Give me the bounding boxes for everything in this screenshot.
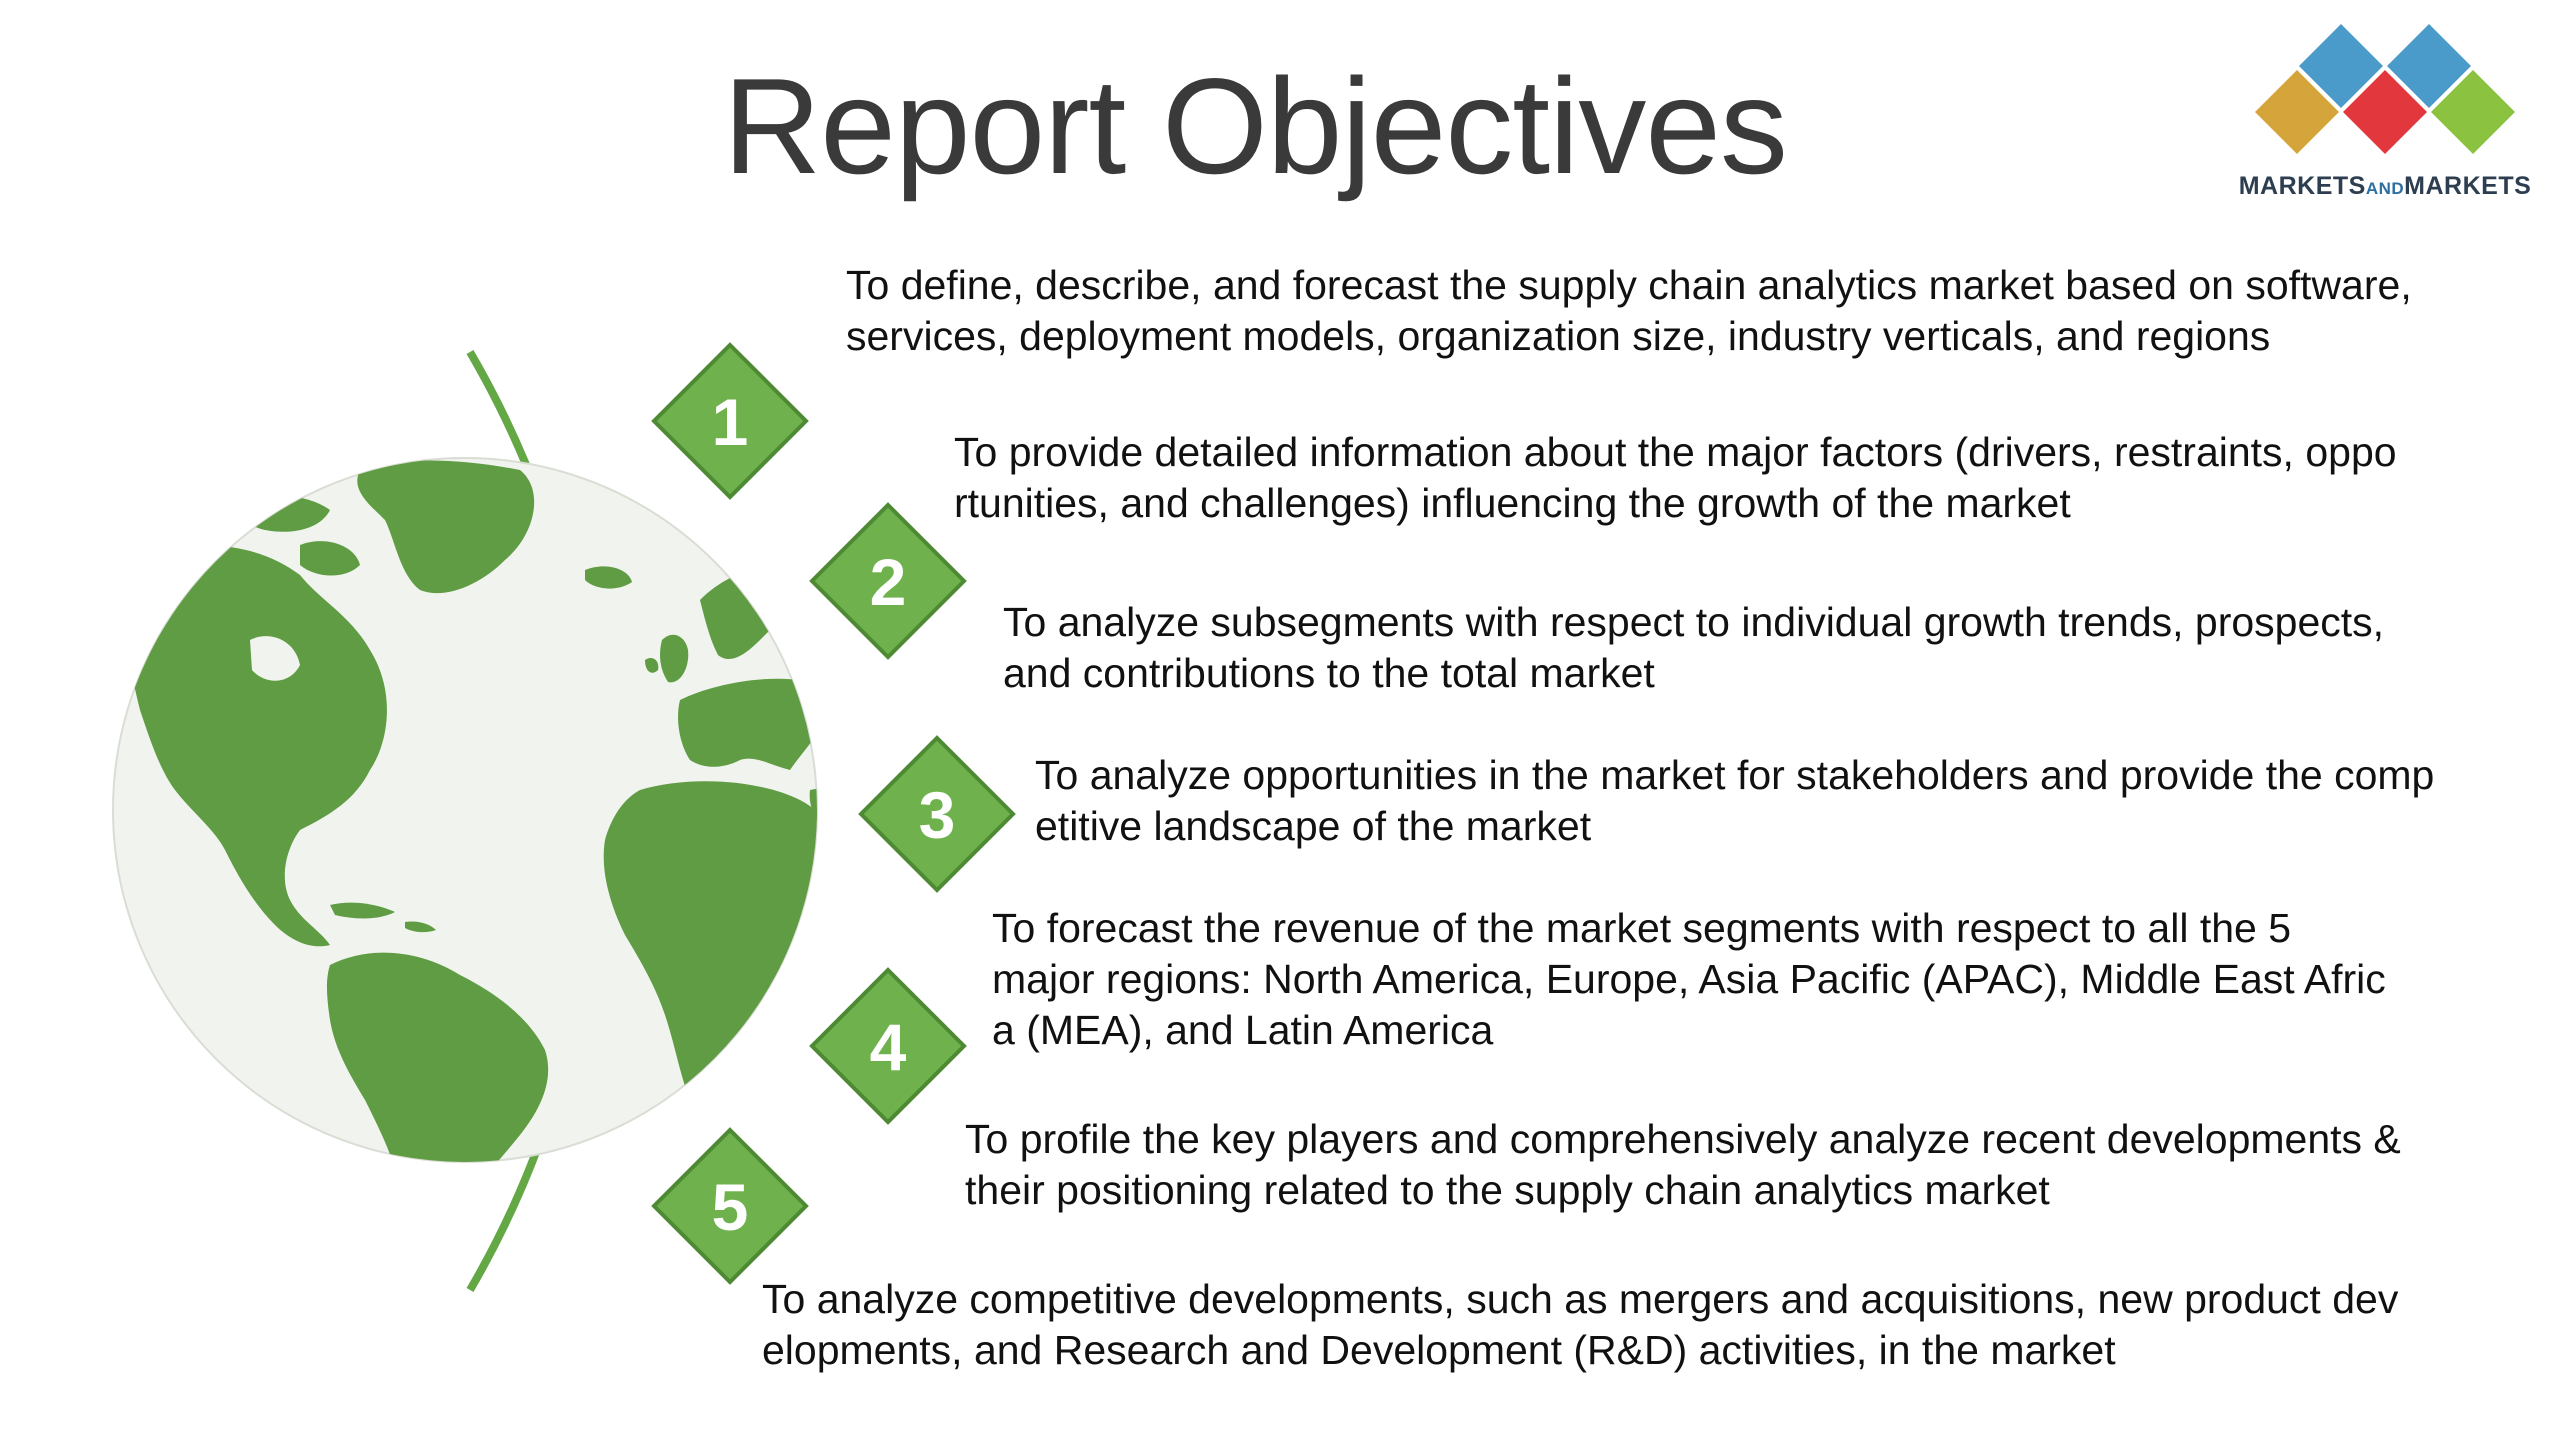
objective-3-text: To analyze subsegments with respect to i… bbox=[1003, 597, 2384, 699]
step-4-number: 4 bbox=[870, 1010, 907, 1084]
logo-word-1: MARKETS bbox=[2238, 172, 2366, 200]
logo-wordmark: MARKETSANDMARKETS bbox=[2215, 172, 2555, 201]
objective-5-line-2: major regions: North America, Europe, As… bbox=[992, 956, 2386, 1002]
step-2-badge: 2 bbox=[809, 502, 967, 660]
step-2-number: 2 bbox=[870, 545, 907, 619]
logo-word-3: MARKETS bbox=[2404, 172, 2532, 200]
objective-7-line-2: elopments, and Research and Development … bbox=[762, 1327, 2116, 1373]
company-logo: MARKETSANDMARKETS bbox=[2215, 18, 2555, 208]
objective-5-text: To forecast the revenue of the market se… bbox=[992, 903, 2386, 1056]
objective-4-line-1: To analyze opportunities in the market f… bbox=[1035, 752, 2435, 798]
world-globe-icon bbox=[112, 457, 818, 1163]
step-4-badge: 4 bbox=[809, 967, 967, 1125]
objective-1-text: To define, describe, and forecast the su… bbox=[846, 260, 2412, 362]
objective-5-line-1: To forecast the revenue of the market se… bbox=[992, 905, 2292, 951]
logo-diamonds-icon bbox=[2255, 24, 2515, 154]
objective-6-text: To profile the key players and comprehen… bbox=[965, 1114, 2401, 1216]
step-5-number: 5 bbox=[712, 1170, 749, 1244]
step-3-number: 3 bbox=[919, 778, 956, 852]
objective-3-line-1: To analyze subsegments with respect to i… bbox=[1003, 599, 2385, 645]
step-1-number: 1 bbox=[712, 385, 749, 459]
step-1-badge: 1 bbox=[651, 342, 809, 500]
step-3-badge: 3 bbox=[858, 735, 1016, 893]
objective-4-line-2: etitive landscape of the market bbox=[1035, 803, 1592, 849]
objective-6-line-2: their positioning related to the supply … bbox=[965, 1167, 2050, 1213]
objective-2-line-1: To provide detailed information about th… bbox=[954, 429, 2397, 475]
objective-3-line-2: and contributions to the total market bbox=[1003, 650, 1655, 696]
objective-1-line-2: services, deployment models, organizatio… bbox=[846, 313, 2271, 359]
objective-4-text: To analyze opportunities in the market f… bbox=[1035, 750, 2434, 852]
objective-2-line-2: rtunities, and challenges) influencing t… bbox=[954, 480, 2071, 526]
logo-word-2: AND bbox=[2365, 179, 2405, 198]
page-title: Report Objectives bbox=[723, 50, 1788, 202]
objective-2-text: To provide detailed information about th… bbox=[954, 427, 2397, 529]
objective-5-line-3: a (MEA), and Latin America bbox=[992, 1007, 1494, 1053]
step-5-badge: 5 bbox=[651, 1127, 809, 1285]
objective-1-line-1: To define, describe, and forecast the su… bbox=[846, 262, 2412, 308]
objective-6-line-1: To profile the key players and comprehen… bbox=[965, 1116, 2401, 1162]
objective-7-text: To analyze competitive developments, suc… bbox=[762, 1274, 2398, 1376]
objective-7-line-1: To analyze competitive developments, suc… bbox=[762, 1276, 2399, 1322]
